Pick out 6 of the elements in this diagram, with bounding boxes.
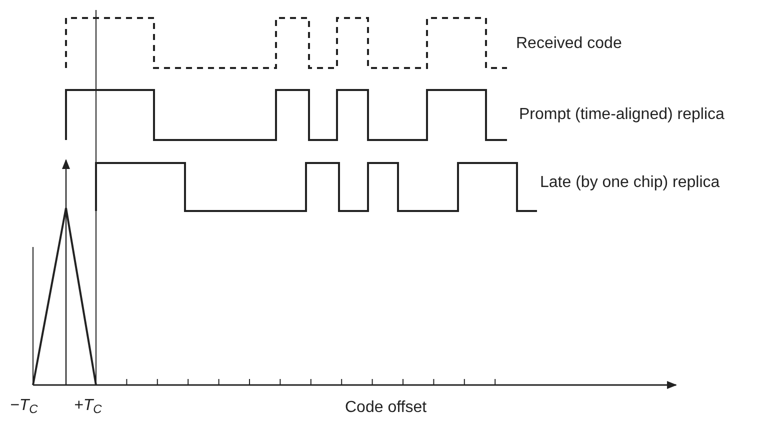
axis-tick-label: −T$_{C}$: [10, 396, 38, 416]
waveform-label: Prompt (time-aligned) replica: [519, 105, 724, 125]
waveform-label: Received code: [516, 34, 622, 54]
waveform-label: Late (by one chip) replica: [540, 173, 720, 193]
axis-title: Code offset: [345, 398, 427, 418]
axis-tick-label: +T$_{C}$: [74, 396, 102, 416]
